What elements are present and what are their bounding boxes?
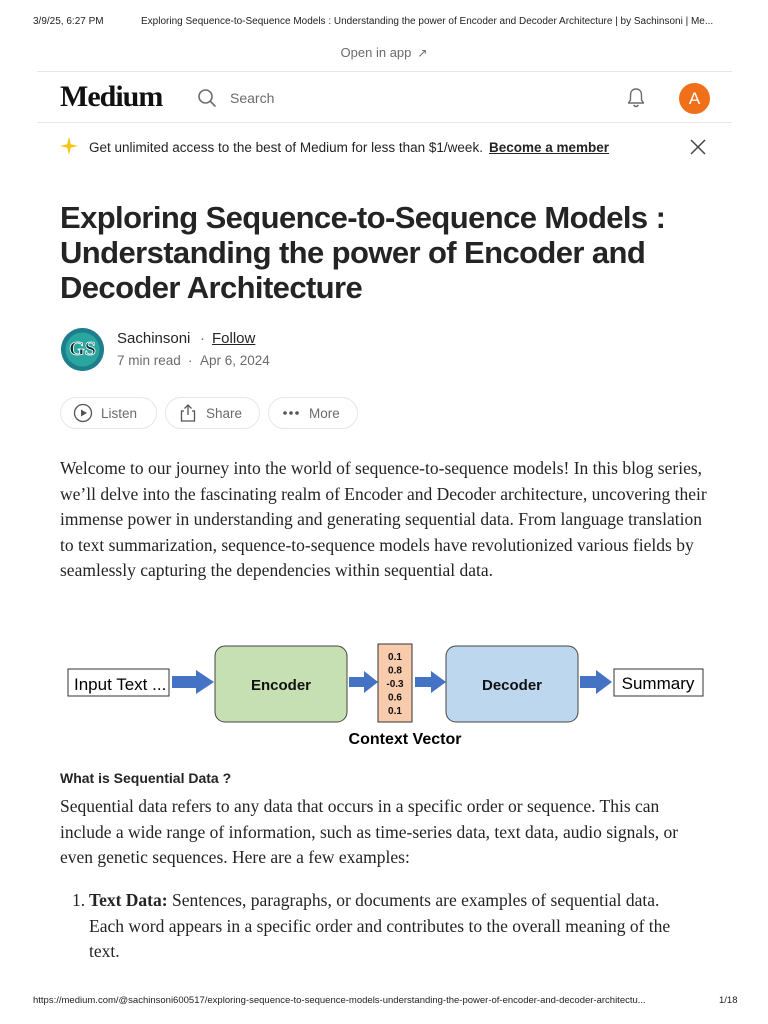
input-text-box: [67, 668, 170, 697]
publish-date: Apr 6, 2024: [200, 353, 270, 368]
arrow-vector-decoder: [415, 671, 446, 693]
svg-text:GS: GS: [69, 338, 96, 360]
article-title: Exploring Sequence-to-Sequence Models : …: [60, 200, 666, 305]
top-divider: [37, 71, 732, 72]
section-subheading: What is Sequential Data ?: [60, 770, 232, 786]
context-vector-box: [377, 643, 413, 723]
separator-dot: ·: [200, 330, 205, 347]
list-item-number: 1.: [72, 890, 86, 910]
share-button[interactable]: Share: [165, 397, 260, 429]
context-vector-value: -0.3: [386, 679, 404, 690]
print-page-title: Exploring Sequence-to-Sequence Models : …: [141, 16, 714, 27]
banner-text: Get unlimited access to the best of Medi…: [89, 140, 483, 155]
context-vector-values: 0.1 0.8 -0.3 0.6 0.1: [386, 652, 404, 717]
share-label: Share: [206, 405, 243, 421]
follow-button[interactable]: Follow: [212, 330, 256, 347]
context-vector-value: 0.1: [388, 652, 402, 663]
seq2seq-diagram: Input Text ... Encoder 0.1 0.8 -0.3 0.60.1 …: [67, 643, 704, 748]
search-icon[interactable]: [197, 88, 217, 108]
share-icon: [180, 404, 196, 422]
more-button[interactable]: More: [268, 397, 358, 429]
medium-logo[interactable]: Medium: [60, 80, 163, 113]
external-arrow-icon: ↗: [417, 46, 428, 60]
author-avatar[interactable]: GS: [61, 328, 104, 371]
list-item-body: Text Data: Sentences, paragraphs, or doc…: [89, 888, 689, 965]
arrow-decoder-output: [580, 670, 612, 694]
encoder-label: Encoder: [251, 677, 311, 694]
print-datetime: 3/9/25, 6:27 PM: [33, 16, 104, 27]
close-icon[interactable]: [688, 137, 708, 157]
nav-divider: [37, 122, 732, 123]
more-label: More: [309, 405, 340, 421]
separator-dot: ·: [188, 353, 193, 368]
author-avatar-image: GS: [61, 328, 104, 371]
notifications-bell-icon[interactable]: [624, 86, 648, 110]
become-member-link[interactable]: Become a member: [489, 140, 610, 155]
sparkle-icon: [60, 137, 78, 155]
context-vector-caption: Context Vector: [349, 731, 462, 748]
print-page-number: 1/18: [719, 995, 738, 1006]
print-url: https://medium.com/@sachinsoni600517/exp…: [33, 995, 646, 1006]
summary-box: [613, 668, 704, 697]
search-input[interactable]: Search: [230, 90, 275, 106]
context-vector-value: 0.8: [388, 666, 402, 677]
decoder-block: [445, 645, 579, 723]
sequential-data-paragraph: Sequential data refers to any data that …: [60, 796, 679, 868]
context-vector-value: 0.6: [388, 693, 402, 704]
intro-paragraph: Welcome to our journey into the world of…: [60, 458, 707, 581]
decoder-label: Decoder: [482, 677, 542, 694]
open-in-app-link[interactable]: Open in app ↗: [0, 45, 768, 60]
read-time: 7 min read: [117, 353, 181, 368]
play-icon: [73, 403, 93, 423]
listen-button[interactable]: Listen: [60, 397, 157, 429]
arrow-encoder-vector: [349, 671, 378, 693]
more-dots-icon: [283, 411, 299, 415]
list-item-text: Sentences, paragraphs, or documents are …: [89, 890, 671, 962]
user-avatar[interactable]: A: [679, 83, 710, 114]
context-vector-value: 0.1: [388, 706, 402, 717]
open-in-app-label: Open in app: [340, 45, 412, 60]
summary-label: Summary: [622, 674, 695, 693]
author-name[interactable]: Sachinsoni: [117, 330, 191, 347]
encoder-block: [214, 645, 348, 723]
input-text-label: Input Text ...: [74, 675, 166, 694]
list-item-term: Text Data:: [89, 890, 168, 910]
listen-label: Listen: [101, 405, 138, 421]
arrow-input-encoder: [172, 670, 214, 694]
